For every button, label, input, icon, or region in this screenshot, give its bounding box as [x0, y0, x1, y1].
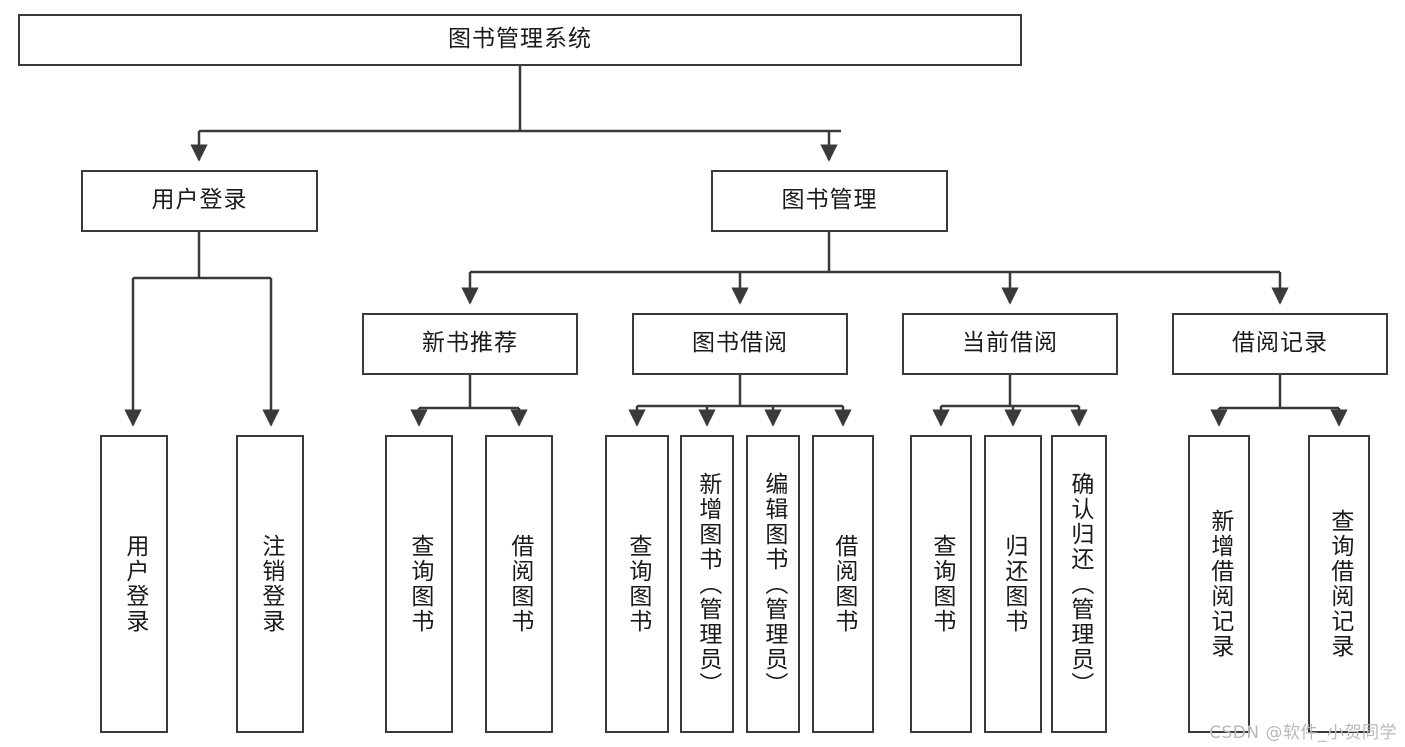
leaf-query-book-current[interactable]: 查询图书: [910, 435, 972, 733]
leaf-user-login[interactable]: 用户登录: [100, 435, 168, 733]
node-label: 图书管理: [781, 187, 878, 214]
node-label: 借阅记录: [1232, 330, 1328, 357]
node-label: 确认归还（管理员）: [1066, 471, 1093, 697]
node-book-borrow[interactable]: 图书借阅: [632, 313, 848, 375]
node-current-borrow[interactable]: 当前借阅: [902, 313, 1118, 375]
leaf-query-book-borrow[interactable]: 查询图书: [605, 435, 669, 733]
node-label: 查询图书: [624, 534, 651, 634]
node-label: 图书管理系统: [448, 26, 592, 53]
leaf-borrow-book-recommend[interactable]: 借阅图书: [485, 435, 553, 733]
node-label: 用户登录: [121, 534, 148, 634]
leaf-add-book-admin[interactable]: 新增图书（管理员）: [680, 435, 734, 733]
watermark: CSDN @软件_小贺同学: [1209, 723, 1397, 743]
node-book-management[interactable]: 图书管理: [711, 170, 948, 232]
leaf-query-borrow-record[interactable]: 查询借阅记录: [1308, 435, 1370, 733]
leaf-edit-book-admin[interactable]: 编辑图书（管理员）: [746, 435, 800, 733]
node-label: 注销登录: [257, 534, 284, 634]
node-label: 图书借阅: [692, 330, 788, 357]
node-label: 查询图书: [928, 534, 955, 634]
node-label: 当前借阅: [962, 330, 1058, 357]
node-borrow-record[interactable]: 借阅记录: [1172, 313, 1388, 375]
leaf-borrow-book[interactable]: 借阅图书: [812, 435, 874, 733]
node-label: 查询图书: [406, 534, 433, 634]
node-label: 新增借阅记录: [1206, 509, 1233, 659]
leaf-confirm-return-admin[interactable]: 确认归还（管理员）: [1051, 435, 1107, 733]
node-new-book-recommend[interactable]: 新书推荐: [362, 313, 578, 375]
leaf-return-book[interactable]: 归还图书: [984, 435, 1042, 733]
node-root-system[interactable]: 图书管理系统: [18, 14, 1022, 66]
node-label: 借阅图书: [506, 534, 533, 634]
leaf-logout[interactable]: 注销登录: [236, 435, 304, 733]
node-user-login[interactable]: 用户登录: [81, 170, 318, 232]
node-label: 查询借阅记录: [1326, 509, 1353, 659]
node-label: 新书推荐: [422, 330, 518, 357]
leaf-query-book-recommend[interactable]: 查询图书: [385, 435, 453, 733]
node-label: 归还图书: [1000, 534, 1027, 634]
node-label: 编辑图书（管理员）: [760, 471, 787, 697]
node-label: 用户登录: [151, 187, 248, 214]
node-label: 借阅图书: [830, 534, 857, 634]
node-label: 新增图书（管理员）: [694, 471, 721, 697]
leaf-add-borrow-record[interactable]: 新增借阅记录: [1188, 435, 1250, 733]
